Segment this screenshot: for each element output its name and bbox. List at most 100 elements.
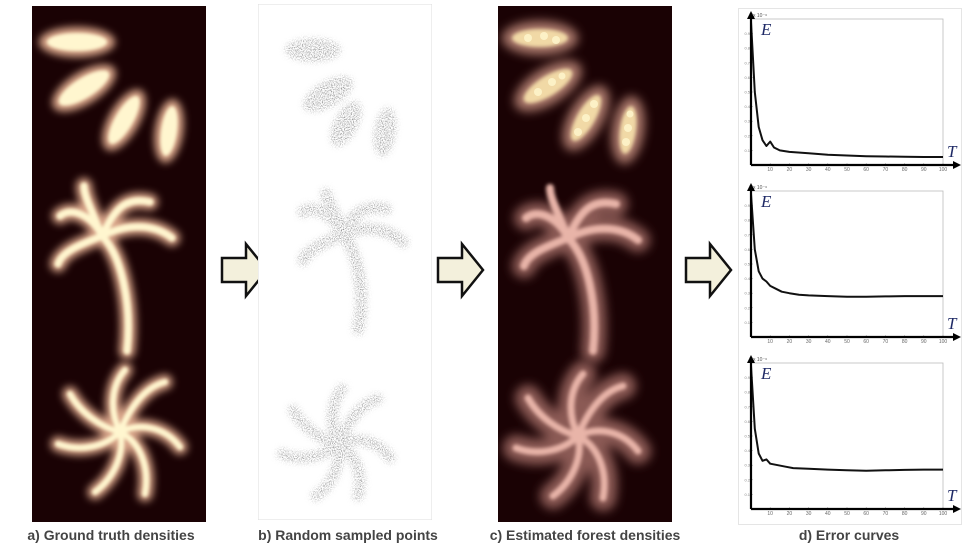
spiral-shape [50, 362, 188, 502]
x-tick-label: 40 [825, 339, 831, 345]
caption-estimated-densities: c) Estimated forest densities [489, 527, 681, 543]
y-tick-label: 0.1 [744, 320, 750, 325]
y-tick-label: 0.5 [744, 262, 750, 267]
x-tick-label: 90 [921, 167, 927, 173]
x-tick-label: 50 [844, 339, 850, 345]
estimated-ellipses [502, 21, 645, 164]
y-tick-label: 0.1 [744, 492, 750, 497]
right-arrow-icon [436, 240, 486, 300]
x-axis-label: T [947, 314, 958, 333]
y-tick-label: 0.4 [744, 448, 750, 453]
estimated-palm [512, 184, 650, 363]
estimated-densities-panel [498, 6, 672, 522]
x-tick-label: 100 [939, 167, 948, 173]
y-tick-label: 0.5 [744, 90, 750, 95]
ellipses-shape [39, 27, 184, 163]
palm-shape [50, 178, 180, 359]
y-tick-label: 0.9 [744, 375, 750, 380]
estimated-spiral [503, 361, 651, 511]
y-axis-label: E [760, 192, 772, 211]
x-tick-label: 60 [863, 167, 869, 173]
x-tick-label: 50 [844, 511, 850, 517]
y-tick-label: 0.4 [744, 276, 750, 281]
caption-sampled-points: b) Random sampled points [258, 527, 438, 543]
x-tick-label: 20 [787, 511, 793, 517]
y-tick-label: 0.1 [744, 148, 750, 153]
x-tick-label: 30 [806, 167, 812, 173]
error-curves-panel: x 10⁻⁶ 0.1 0.2 0.3 0.4 0.5 0.6 0.7 0.8 0.9 10 20 30 4… [738, 8, 962, 525]
plot-frame [750, 190, 944, 338]
x-tick-label: 40 [825, 167, 831, 173]
y-axis-arrow [747, 355, 755, 363]
y-tick-label: 0.9 [744, 203, 750, 208]
ground-truth-panel [32, 6, 206, 522]
x-tick-label: 100 [939, 511, 948, 517]
y-axis-arrow [747, 183, 755, 191]
right-arrow-icon [220, 240, 270, 300]
x-tick-label: 60 [863, 339, 869, 345]
x-tick-label: 30 [806, 511, 812, 517]
y-tick-label: 0.3 [744, 119, 750, 124]
x-tick-label: 80 [902, 167, 908, 173]
exponent-label: x 10⁻⁶ [753, 13, 767, 19]
y-tick-label: 0.2 [744, 305, 750, 310]
x-axis-arrow [953, 333, 961, 341]
x-tick-label: 100 [939, 339, 948, 345]
x-axis-label: T [947, 486, 958, 505]
plot-frame [750, 18, 944, 166]
plot-frame [750, 362, 944, 510]
y-tick-label: 0.9 [744, 31, 750, 36]
y-tick-label: 0.4 [744, 104, 750, 109]
error-curves-svg: x 10⁻⁶ 0.1 0.2 0.3 0.4 0.5 0.6 0.7 0.8 0.9 10 20 30 4… [744, 11, 961, 517]
y-tick-label: 0.6 [744, 419, 750, 424]
y-tick-label: 0.8 [744, 390, 750, 395]
exponent-label: x 10⁻⁶ [753, 185, 767, 191]
y-tick-label: 0.8 [744, 218, 750, 223]
x-tick-label: 70 [883, 511, 889, 517]
y-tick-label: 0.8 [744, 46, 750, 51]
x-tick-label: 80 [902, 511, 908, 517]
x-tick-label: 20 [787, 339, 793, 345]
y-tick-label: 0.7 [744, 60, 750, 65]
y-tick-label: 0.7 [744, 232, 750, 237]
x-tick-label: 10 [767, 167, 773, 173]
error-chart-1: x 10⁻⁶ 0.1 0.2 0.3 0.4 0.5 0.6 0.7 0.8 0.9 10 20 30 4… [744, 11, 961, 173]
x-tick-label: 10 [767, 339, 773, 345]
x-axis-label: T [947, 142, 958, 161]
x-axis-arrow [953, 161, 961, 169]
x-tick-label: 40 [825, 511, 831, 517]
caption-error-curves: d) Error curves [798, 527, 900, 543]
y-tick-label: 0.3 [744, 291, 750, 296]
x-tick-label: 90 [921, 339, 927, 345]
x-tick-label: 20 [787, 167, 793, 173]
caption-ground-truth: a) Ground truth densities [27, 527, 195, 543]
x-tick-label: 30 [806, 339, 812, 345]
right-arrow-icon [684, 240, 734, 300]
x-tick-label: 80 [902, 339, 908, 345]
y-tick-label: 0.2 [744, 133, 750, 138]
error-series-line [750, 21, 943, 158]
y-tick-label: 0.5 [744, 434, 750, 439]
y-axis-arrow [747, 11, 755, 19]
x-axis-arrow [953, 505, 961, 513]
y-axis-label: E [760, 20, 772, 39]
y-tick-label: 0.6 [744, 247, 750, 252]
ground-truth-image [32, 6, 206, 522]
error-series-line [750, 193, 943, 298]
error-series-line [750, 365, 943, 472]
x-tick-label: 10 [767, 511, 773, 517]
x-tick-label: 70 [883, 339, 889, 345]
sampled-points-panel [258, 4, 432, 520]
estimated-densities-image [498, 6, 672, 522]
y-tick-label: 0.7 [744, 404, 750, 409]
error-chart-2: x 10⁻⁶ 0.1 0.2 0.3 0.4 0.5 0.6 0.7 0.8 0.9 10 20 30 4… [744, 183, 961, 345]
y-tick-label: 0.3 [744, 463, 750, 468]
y-tick-label: 0.6 [744, 75, 750, 80]
sampled-points-image [258, 4, 432, 520]
y-tick-label: 0.2 [744, 477, 750, 482]
x-tick-label: 90 [921, 511, 927, 517]
x-tick-label: 70 [883, 167, 889, 173]
x-tick-label: 50 [844, 167, 850, 173]
x-tick-label: 60 [863, 511, 869, 517]
